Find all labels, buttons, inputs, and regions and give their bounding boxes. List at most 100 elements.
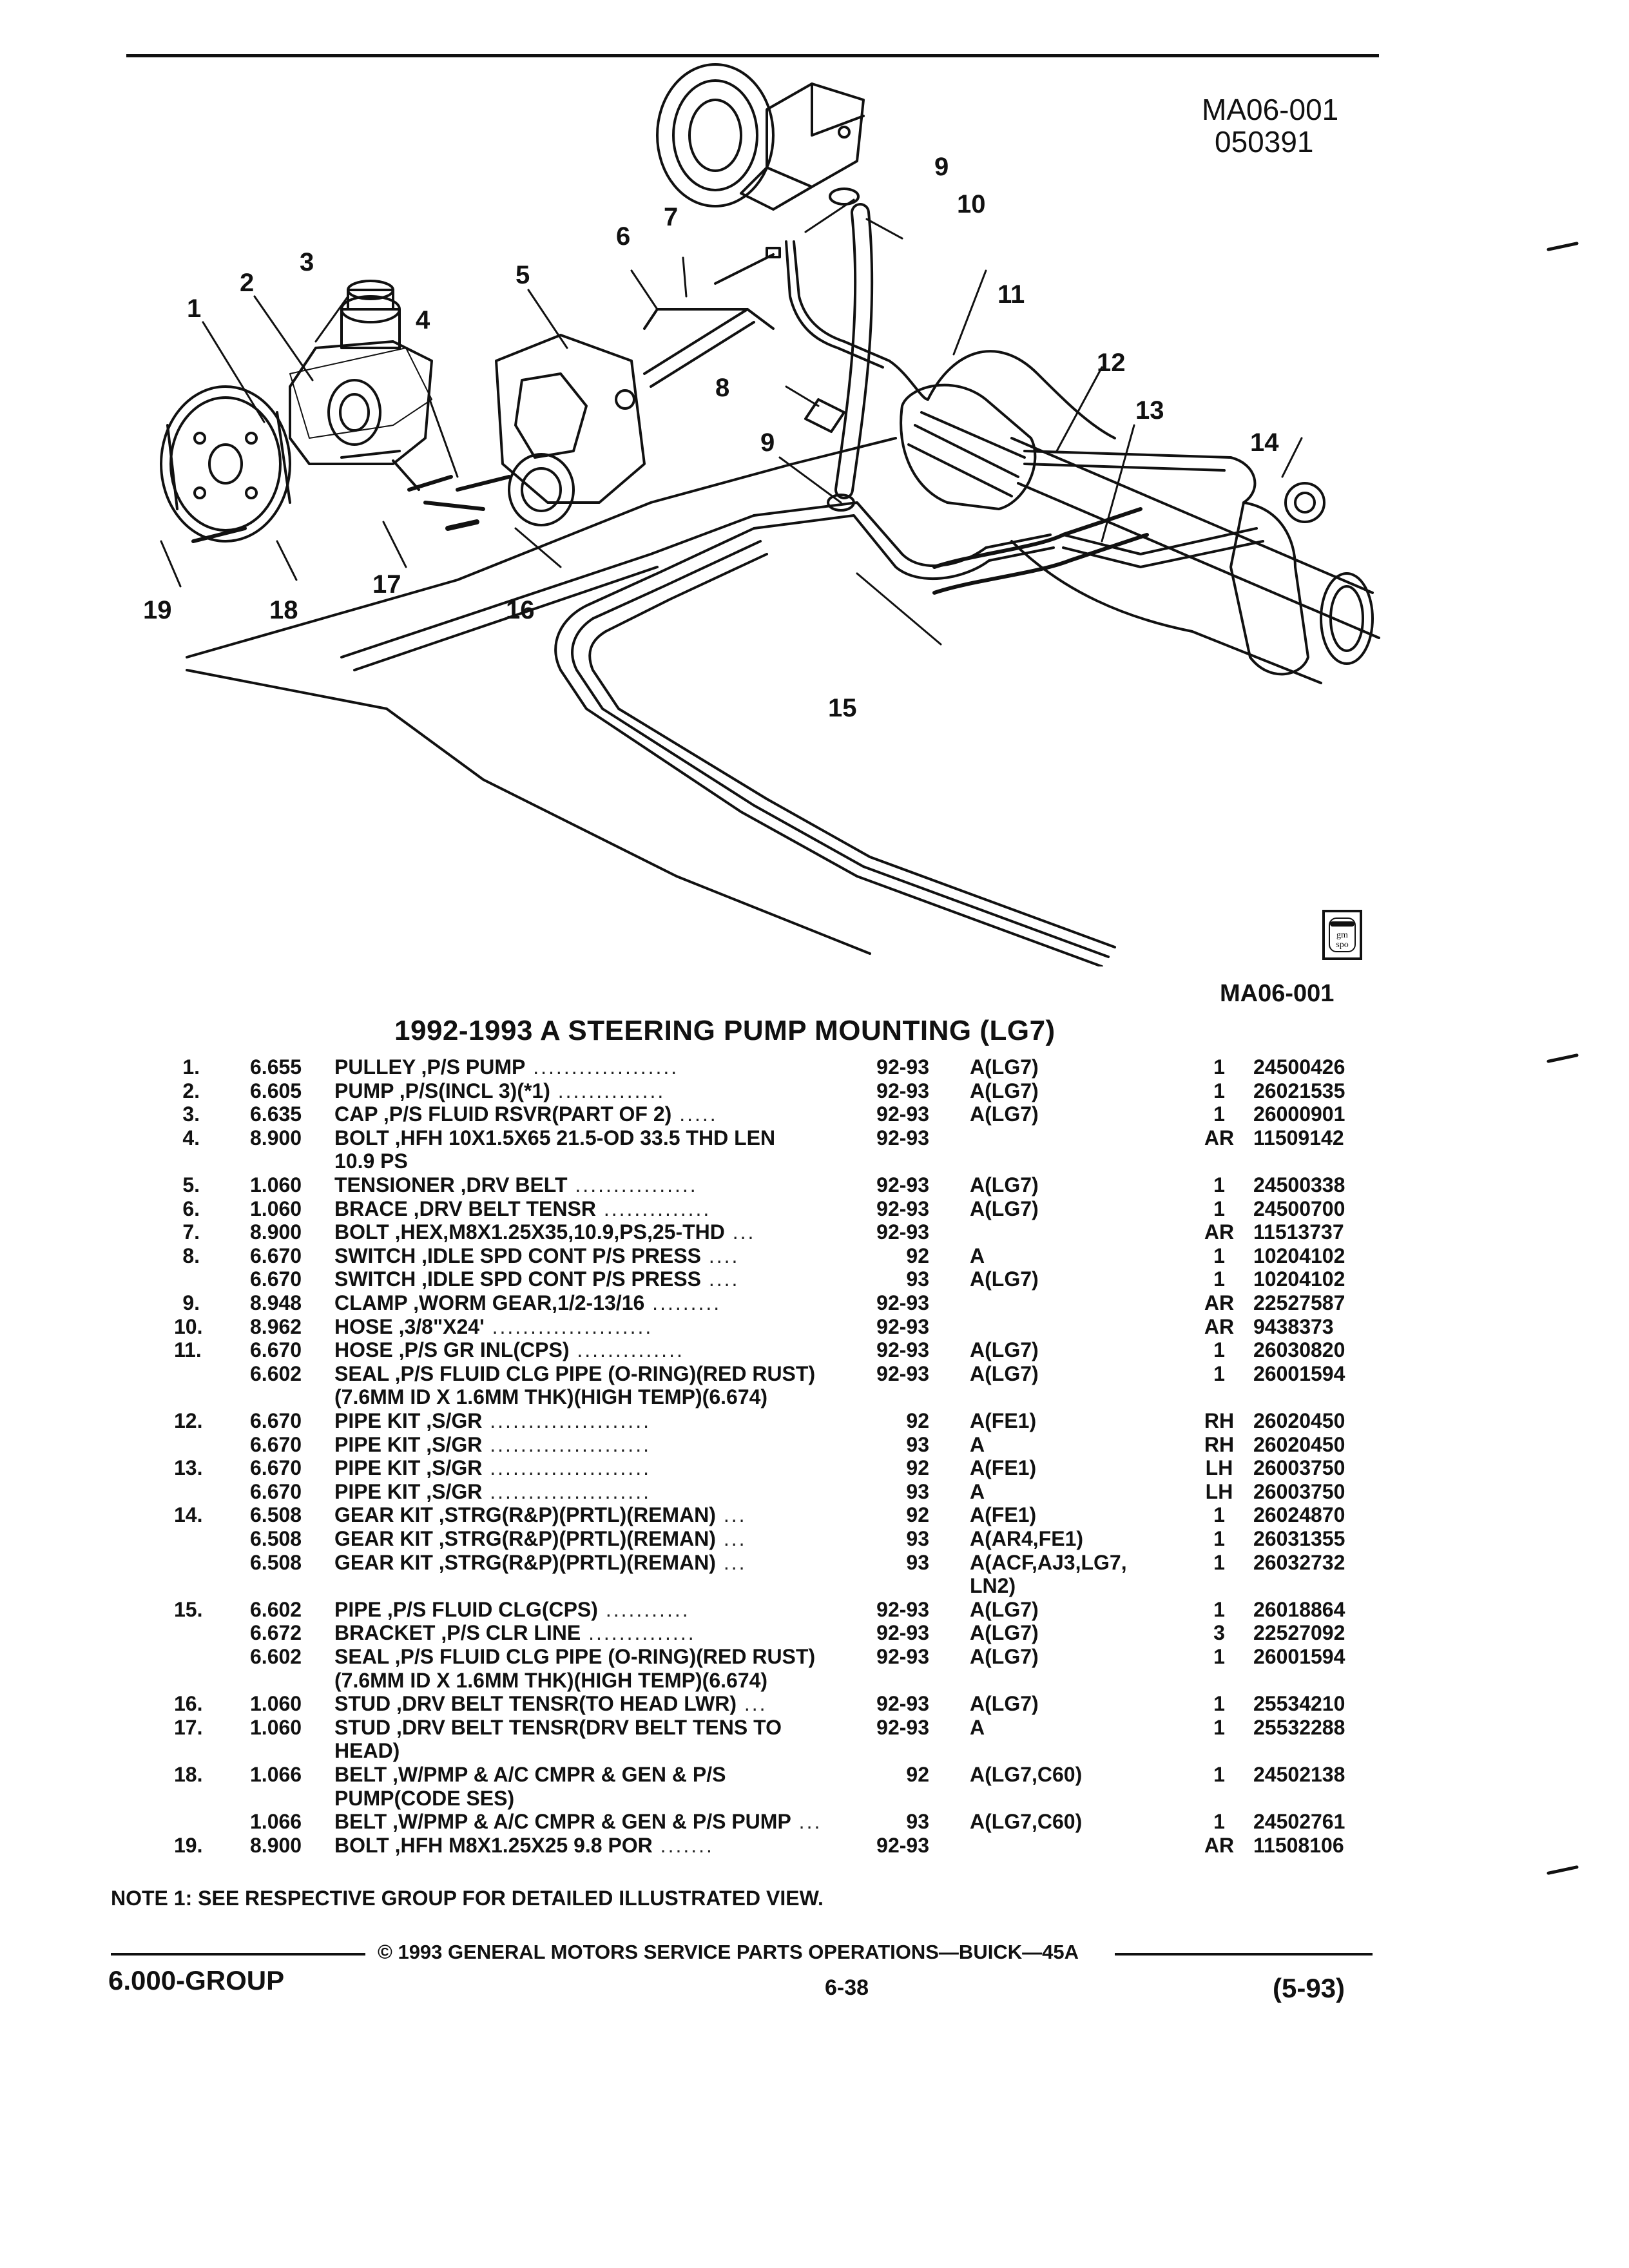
part-detail: ,IDLE SPD CONT P/S PRESS bbox=[421, 1267, 701, 1291]
steering-pump-diagram: 1 2 3 4 5 6 7 8 9 9 10 11 12 13 14 15 16… bbox=[143, 63, 1380, 966]
part-detail: ,STRG(R&P)(PRTL)(REMAN) bbox=[438, 1550, 716, 1574]
part-detail: ,W/PMP & A/C CMPR & GEN & P/S bbox=[392, 1763, 726, 1786]
quantity: 1 bbox=[1213, 1692, 1225, 1716]
quantity: 1 bbox=[1213, 1550, 1225, 1574]
model-code: A bbox=[970, 1479, 985, 1503]
part-name: PIPE KIT bbox=[334, 1456, 421, 1480]
part-number: 26001594 bbox=[1253, 1645, 1345, 1668]
part-name: CAP bbox=[334, 1102, 378, 1126]
callout-11: 11 bbox=[998, 280, 1025, 309]
part-detail: ,DRV BELT TENSR(TO HEAD LWR) bbox=[396, 1692, 737, 1716]
item-number: 7. bbox=[182, 1220, 200, 1244]
quantity: 1 bbox=[1213, 1055, 1225, 1079]
group-label: 6.000-GROUP bbox=[108, 1965, 285, 1995]
revision-date: (5-93) bbox=[1273, 1973, 1345, 2003]
part-number: 26031355 bbox=[1253, 1527, 1345, 1550]
part-detail: ,DRV BELT TENSR bbox=[413, 1196, 596, 1220]
quantity: 1 bbox=[1213, 1196, 1225, 1220]
model-code: A(LG7) bbox=[970, 1621, 1039, 1645]
part-description: BELT ,W/PMP & A/C CMPR & GEN & P/S bbox=[334, 1763, 726, 1786]
model-years: 92-93 bbox=[876, 1055, 929, 1079]
part-detail: ,WORM GEAR,1/2-13/16 bbox=[413, 1291, 645, 1314]
part-description: GEAR KIT ,STRG(R&P)(PRTL)(REMAN) ... bbox=[334, 1550, 747, 1574]
figure-date: 050391 bbox=[1215, 125, 1314, 159]
group-code: 8.900 bbox=[250, 1833, 302, 1857]
model-code: A(LG7) bbox=[970, 1055, 1039, 1079]
item-number: 4. bbox=[182, 1126, 200, 1149]
top-rule bbox=[126, 54, 1379, 57]
quantity: LH bbox=[1205, 1456, 1233, 1480]
group-code: 6.655 bbox=[250, 1055, 302, 1079]
quantity: AR bbox=[1204, 1126, 1235, 1149]
model-code: A(FE1) bbox=[970, 1503, 1037, 1527]
part-detail: ,P/S GR INL(CPS) bbox=[398, 1338, 570, 1362]
part-detail: ,HFH M8X1.25X25 9.8 POR bbox=[394, 1833, 653, 1857]
part-name: BELT bbox=[334, 1763, 387, 1786]
part-number: 26032732 bbox=[1253, 1550, 1345, 1574]
model-years: 92 bbox=[906, 1763, 929, 1786]
part-number: 24500338 bbox=[1253, 1173, 1345, 1196]
part-description: PIPE KIT ,S/GR ..................... bbox=[334, 1479, 651, 1503]
callout-3: 3 bbox=[300, 248, 314, 276]
group-code: 1.060 bbox=[250, 1173, 302, 1196]
part-name: STUD bbox=[334, 1692, 391, 1716]
hose-11 bbox=[927, 350, 1116, 439]
item-number: 10. bbox=[174, 1314, 203, 1338]
part-description: STUD ,DRV BELT TENSR(TO HEAD LWR) ... bbox=[334, 1692, 767, 1716]
part-number: 26021535 bbox=[1253, 1079, 1345, 1102]
upper-pump-assembly bbox=[656, 63, 865, 211]
group-code: 6.670 bbox=[250, 1338, 302, 1362]
part-detail: ,P/S PUMP bbox=[421, 1055, 526, 1079]
callout-19: 19 bbox=[143, 596, 172, 624]
callout-15: 15 bbox=[828, 694, 857, 722]
callout-4: 4 bbox=[416, 306, 430, 334]
part-number: 11509142 bbox=[1253, 1126, 1344, 1149]
model-years: 92-93 bbox=[876, 1621, 929, 1645]
model-years: 92-93 bbox=[876, 1314, 929, 1338]
callout-5: 5 bbox=[516, 261, 530, 289]
part-description: PIPE KIT ,S/GR ..................... bbox=[334, 1456, 651, 1480]
model-code: A(LG7) bbox=[970, 1102, 1039, 1126]
part-number: 9438373 bbox=[1253, 1314, 1334, 1338]
model-years: 92-93 bbox=[876, 1715, 929, 1739]
part-description: BELT ,W/PMP & A/C CMPR & GEN & P/S PUMP … bbox=[334, 1810, 822, 1834]
item-number: 3. bbox=[182, 1102, 200, 1126]
model-code: A(LG7) bbox=[970, 1196, 1039, 1220]
pulley bbox=[160, 385, 291, 543]
part-detail: ,S/GR bbox=[426, 1456, 483, 1480]
group-code: 6.670 bbox=[250, 1479, 302, 1503]
part-detail: ,DRV BELT TENSR(DRV BELT TENS TO bbox=[396, 1715, 782, 1739]
model-years: 93 bbox=[906, 1550, 929, 1574]
part-name: BRACKET bbox=[334, 1621, 436, 1645]
group-code: 6.670 bbox=[250, 1409, 302, 1432]
group-code: 6.670 bbox=[250, 1244, 302, 1267]
model-code: A(LG7) bbox=[970, 1361, 1039, 1385]
part-description: CLAMP ,WORM GEAR,1/2-13/16 ......... bbox=[334, 1291, 722, 1314]
quantity: RH bbox=[1204, 1432, 1235, 1456]
model-code: A(LG7) bbox=[970, 1079, 1039, 1102]
quantity: 1 bbox=[1213, 1527, 1225, 1550]
item-number: 14. bbox=[174, 1503, 203, 1527]
item-number: 9. bbox=[182, 1291, 200, 1314]
model-years: 92-93 bbox=[876, 1196, 929, 1220]
model-code: A(LG7,C60) bbox=[970, 1763, 1083, 1786]
part-description-cont: (7.6MM ID X 1.6MM THK)(HIGH TEMP)(6.674) bbox=[334, 1385, 768, 1409]
part-name: TENSIONER bbox=[334, 1173, 455, 1196]
part-detail: ,STRG(R&P)(PRTL)(REMAN) bbox=[438, 1527, 716, 1550]
item-number: 16. bbox=[174, 1692, 203, 1716]
part-name: PIPE KIT bbox=[334, 1479, 421, 1503]
part-detail: ,HEX,M8X1.25X35,10.9,PS,25-THD bbox=[394, 1220, 725, 1244]
callout-2: 2 bbox=[240, 269, 254, 297]
callout-1: 1 bbox=[187, 294, 201, 323]
quantity: 1 bbox=[1213, 1715, 1225, 1739]
item-number: 11. bbox=[174, 1338, 202, 1362]
